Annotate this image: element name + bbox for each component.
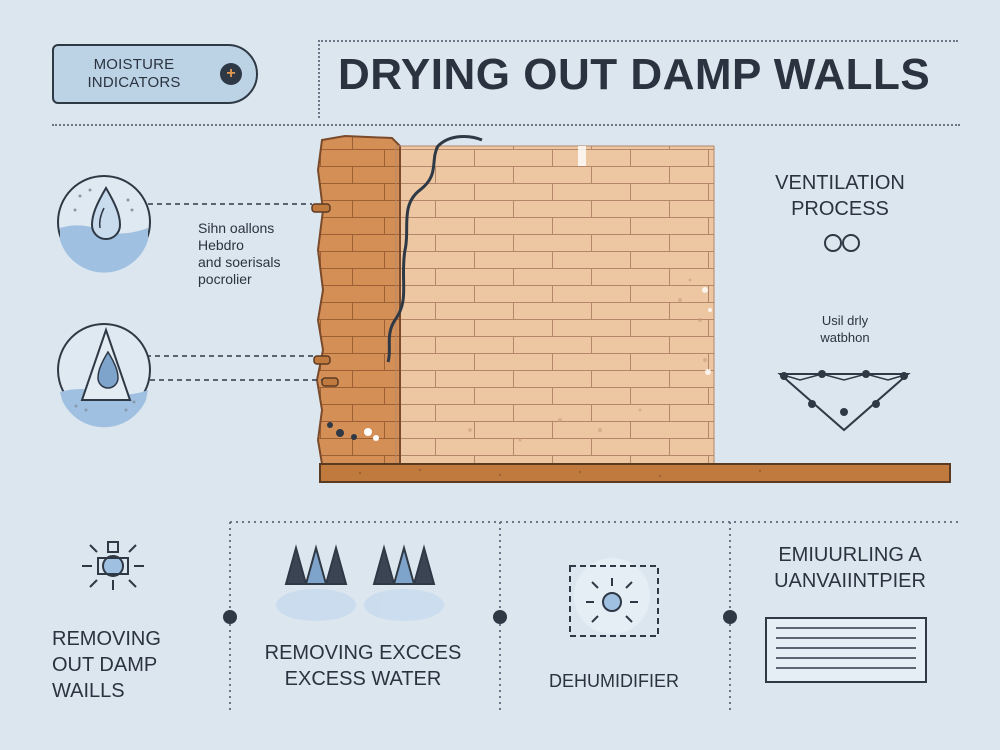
rubble xyxy=(327,422,357,440)
humidity-graph-icon xyxy=(777,370,911,432)
brick-wall-dry xyxy=(396,146,714,464)
indicator-note: Sihn oallons Hebdro and soerisals pocrol… xyxy=(198,220,281,287)
vent-grille-icon xyxy=(765,617,927,683)
emiuurling-caption: EMIUURLING A UANVAIINTPIER xyxy=(774,544,926,592)
wet-surface-icon xyxy=(57,323,151,428)
brick-wall-damp xyxy=(317,136,400,464)
moisture-indicators-label: MOISTURE INDICATORS xyxy=(87,56,181,91)
floor-plank xyxy=(319,463,951,483)
crack-icon xyxy=(386,135,483,363)
header-divider xyxy=(52,124,960,126)
removing-water-caption: REMOVING EXCCES EXCESS WATER xyxy=(264,642,462,690)
removing-damp-caption: REMOVING OUT DAMP WAILLS xyxy=(52,628,161,702)
humidity-label: Usil drly watbhon xyxy=(820,313,870,345)
lightbulb-icon xyxy=(82,541,144,590)
airflow-icon xyxy=(824,234,860,252)
damp-speckles xyxy=(468,278,707,442)
page-title: DRYING OUT DAMP WALLS xyxy=(338,50,931,99)
title-frame-left xyxy=(318,40,320,118)
ventilation-process-title: VENTILATION PROCESS xyxy=(775,172,905,220)
water-drop-icon xyxy=(57,175,151,273)
dehumidifier-caption: DEHUMIDIFIER xyxy=(549,671,679,691)
dehumidifier-icon xyxy=(569,558,659,637)
drill-cones-icon xyxy=(276,544,444,621)
title-frame-top xyxy=(318,40,958,42)
moisture-indicators-tag: MOISTURE INDICATORS + xyxy=(52,44,258,104)
tag-hole-icon: + xyxy=(220,63,242,85)
